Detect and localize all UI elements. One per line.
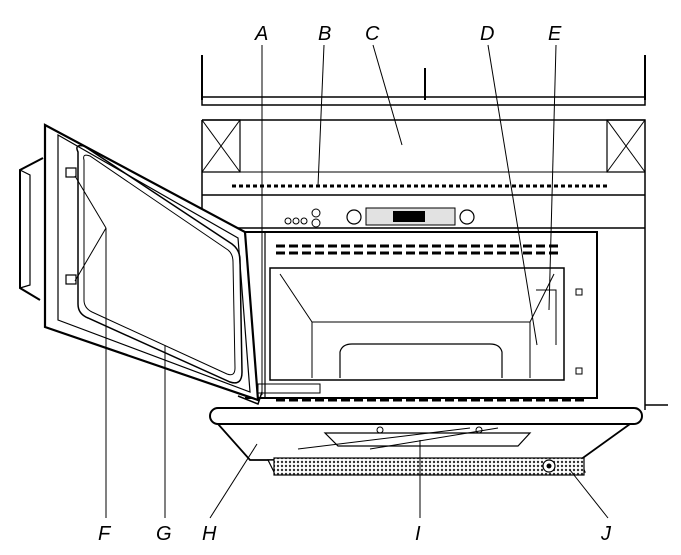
leader-e — [548, 44, 557, 311]
leader-f2 — [74, 175, 107, 229]
indicator-dot — [311, 208, 321, 218]
label-h: H — [202, 523, 217, 545]
oven-cavity — [257, 267, 583, 394]
leader-lines — [74, 44, 609, 519]
label-c: C — [365, 23, 380, 45]
label-d: D — [480, 23, 494, 45]
control-knob-left — [346, 209, 362, 225]
door — [19, 123, 263, 405]
leader-b — [317, 44, 325, 187]
label-a: A — [254, 23, 268, 45]
label-i: I — [415, 523, 421, 545]
control-panel — [202, 207, 645, 229]
leader-h — [209, 443, 258, 519]
oven-frame — [245, 231, 598, 399]
door-window — [76, 144, 243, 384]
control-knob-right — [459, 209, 475, 225]
label-e: E — [548, 23, 562, 45]
leader-j — [569, 469, 609, 519]
cooktop-light-lens — [323, 432, 532, 447]
label-j: J — [600, 523, 612, 545]
leader-d — [487, 44, 538, 346]
indicator-dot — [284, 217, 292, 225]
door-latch-bottom — [65, 274, 77, 285]
bottom-housing — [209, 407, 643, 461]
label-g: G — [156, 523, 172, 545]
leader-c — [372, 44, 403, 146]
indicator-dot — [292, 217, 300, 225]
door-latch-top — [65, 167, 77, 178]
callout-labels: A B C D E F G H I J — [98, 23, 612, 545]
filter-mesh — [273, 457, 585, 476]
indicator-dot — [300, 217, 308, 225]
label-b: B — [318, 23, 331, 45]
upper-cabinet — [201, 55, 646, 106]
leader-f3 — [74, 227, 107, 282]
indicator-dot — [311, 218, 321, 228]
door-handle — [19, 157, 44, 301]
display-screen — [393, 211, 425, 222]
microwave-housing — [201, 119, 668, 410]
cavity-top-vents — [276, 244, 558, 255]
grease-filter — [267, 457, 586, 476]
label-f: F — [98, 523, 112, 545]
model-label-plate — [257, 383, 321, 394]
